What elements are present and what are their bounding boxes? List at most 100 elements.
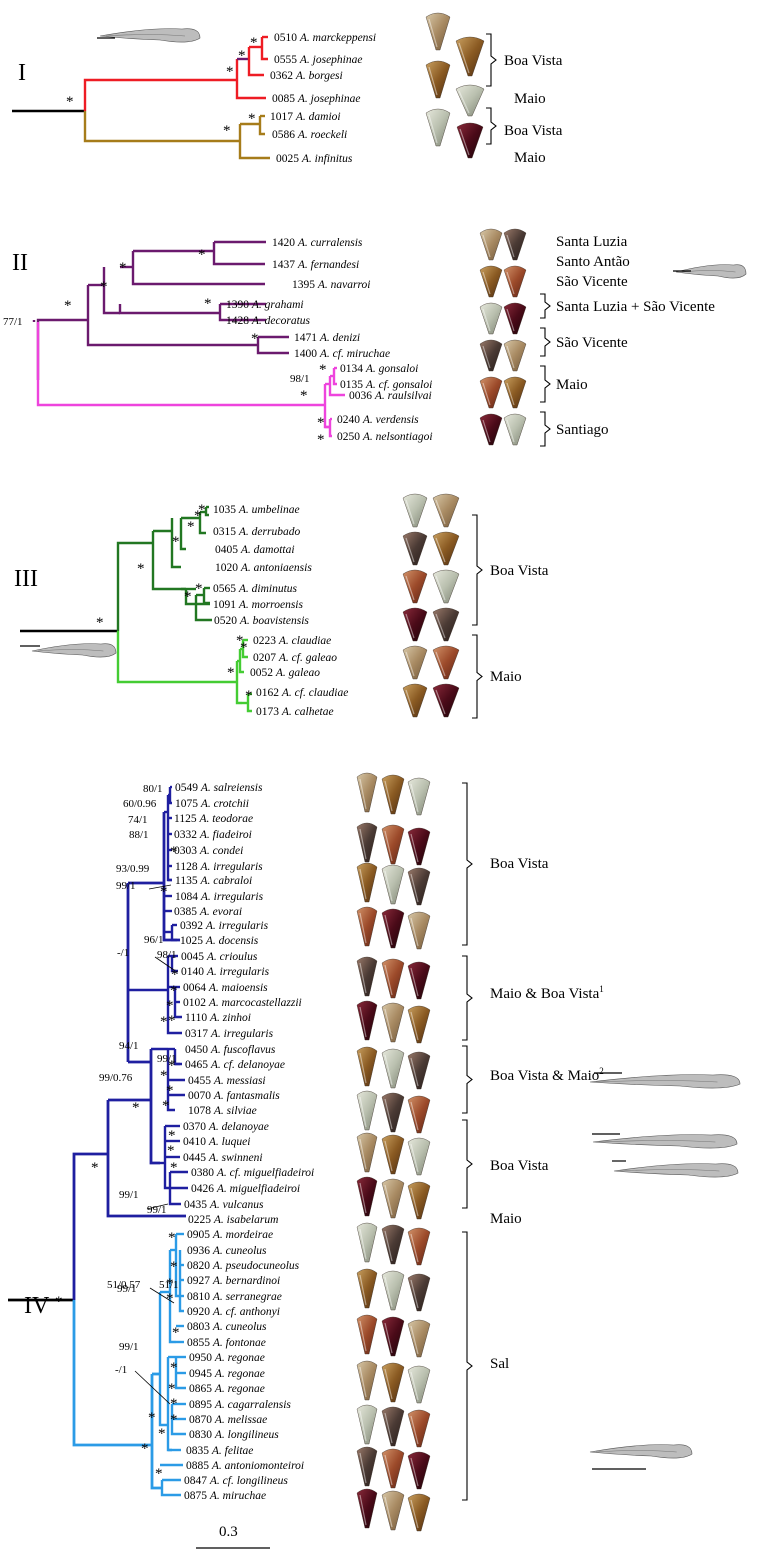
tip-species: A. josephinae [297, 93, 361, 105]
tip-species: A. verdensis [362, 414, 419, 426]
locality-bracket [472, 515, 482, 625]
locality-bracket [540, 328, 550, 356]
support-asterisk: * [167, 1143, 175, 1159]
tip-species: A. regonae [214, 1368, 265, 1380]
tip-code: 0134 [340, 363, 366, 375]
locality-text: Santiago [556, 422, 609, 438]
support-asterisk: * [158, 1426, 166, 1442]
support-asterisk: * [148, 1410, 156, 1426]
tip-code: 1110 [185, 1012, 210, 1024]
tree-branch [240, 124, 270, 158]
tip-label: 0426 A. miguelfiadeiroi [191, 1183, 300, 1195]
tree-branch [258, 337, 289, 353]
tip-code: 1035 [213, 504, 239, 516]
shell-image [382, 1135, 404, 1174]
locality-text: Santa Luzia + São Vicente [556, 299, 715, 315]
shell-image [433, 684, 459, 717]
radula-tooth-image [614, 1164, 738, 1177]
shell-image [433, 608, 459, 641]
support-asterisk: * [251, 331, 259, 347]
tip-code: 1400 [294, 348, 320, 360]
tip-label: 0920 A. cf. anthonyi [187, 1306, 280, 1318]
shell-image [433, 532, 459, 565]
tip-label: 0064 A. maioensis [183, 982, 268, 994]
support-asterisk: * [170, 1360, 178, 1376]
tip-label: 1395 A. navarroi [292, 279, 370, 291]
tip-code: 0445 [183, 1152, 209, 1164]
tip-code: 0855 [187, 1337, 213, 1349]
tree-branch [237, 59, 266, 98]
shell-image [433, 494, 459, 527]
tip-species: A. regonae [214, 1352, 265, 1364]
tip-code: 0426 [191, 1183, 217, 1195]
tree-branch [151, 1062, 160, 1163]
shell-image [408, 828, 430, 865]
shell-image [382, 865, 404, 904]
shell-image [408, 1320, 430, 1357]
support-asterisk: * [170, 1396, 178, 1412]
support-value: 99/1 [119, 1189, 139, 1201]
support-asterisk: * [250, 35, 258, 51]
tip-species: A. mordeirae [212, 1229, 273, 1241]
tree-branch [74, 1300, 152, 1445]
tip-species: A. teodorae [198, 813, 253, 825]
support-asterisk: * [100, 279, 108, 295]
tip-code: 0435 [184, 1199, 210, 1211]
tip-label: 0392 A. irregularis [180, 920, 269, 932]
shell-image [403, 608, 427, 641]
shell-image [504, 229, 526, 260]
tip-species: A. bernardinoi [212, 1275, 280, 1287]
support-asterisk: * [168, 1128, 176, 1144]
tip-label: 0380 A. cf. miguelfiadeiroi [191, 1167, 314, 1179]
tip-label: 0455 A. messiasi [188, 1075, 266, 1087]
tip-species: A. curralensis [297, 237, 363, 249]
tip-label: 0162 A. cf. claudiae [256, 687, 348, 699]
locality-footnote: 2 [599, 1066, 604, 1076]
shell-image [480, 377, 502, 408]
tip-species: A. delanoyae [208, 1121, 269, 1133]
tip-label: 0520 A. boavistensis [214, 615, 309, 627]
tip-species: A. cf. anthonyi [212, 1306, 280, 1318]
tip-label: 0810 A. serranegrae [187, 1291, 282, 1303]
support-asterisk: * [160, 1068, 168, 1084]
tip-species: A. miruchae [209, 1490, 266, 1502]
tip-label: 1091 A. morroensis [213, 599, 304, 611]
tip-label: 0370 A. delanoyae [183, 1121, 269, 1133]
tip-label: 1020 A. antoniaensis [215, 562, 312, 574]
tip-code: 0847 [184, 1475, 210, 1487]
shell-image [357, 1223, 377, 1262]
tip-label: 0070 A. fantasmalis [188, 1090, 280, 1102]
locality-text: Maio [514, 150, 546, 166]
tree-branch [85, 111, 240, 141]
locality-label: Santiago [556, 422, 609, 438]
shell-image [357, 773, 377, 812]
tip-species: A. felitae [211, 1445, 254, 1457]
support-value: 99/1 [119, 1341, 139, 1353]
tip-code: 0905 [187, 1229, 213, 1241]
shell-image [433, 570, 459, 603]
tip-label: 1025 A. docensis [180, 935, 259, 947]
tip-species: A. denizi [319, 332, 360, 344]
tip-code: 1420 [272, 237, 298, 249]
tip-species: A. silviae [213, 1105, 257, 1117]
tree-branch [330, 419, 332, 436]
tree-branch [38, 322, 325, 405]
shell-image [504, 414, 526, 445]
tip-species: A. cagarralensis [214, 1399, 292, 1411]
tip-species: A. crotchii [200, 798, 249, 810]
tip-species: A. damottai [240, 544, 295, 556]
locality-label: Santa Luzia [556, 234, 628, 250]
tip-species: A. calhetae [281, 706, 334, 718]
tip-species: A. isabelarum [213, 1214, 279, 1226]
tip-code: 0885 [186, 1460, 212, 1472]
tip-code: 0362 [270, 70, 296, 82]
tip-code: 0223 [253, 635, 279, 647]
shell-image [408, 1452, 430, 1489]
tip-label: 0830 A. longilineus [189, 1429, 279, 1441]
tip-label: 1420 A. curralensis [272, 237, 363, 249]
tree-branch [38, 320, 88, 380]
tip-species: A. vulcanus [209, 1199, 264, 1211]
locality-bracket [486, 108, 496, 144]
tree-branch [334, 368, 337, 384]
tip-species: A. miguelfiadeiroi [216, 1183, 300, 1195]
